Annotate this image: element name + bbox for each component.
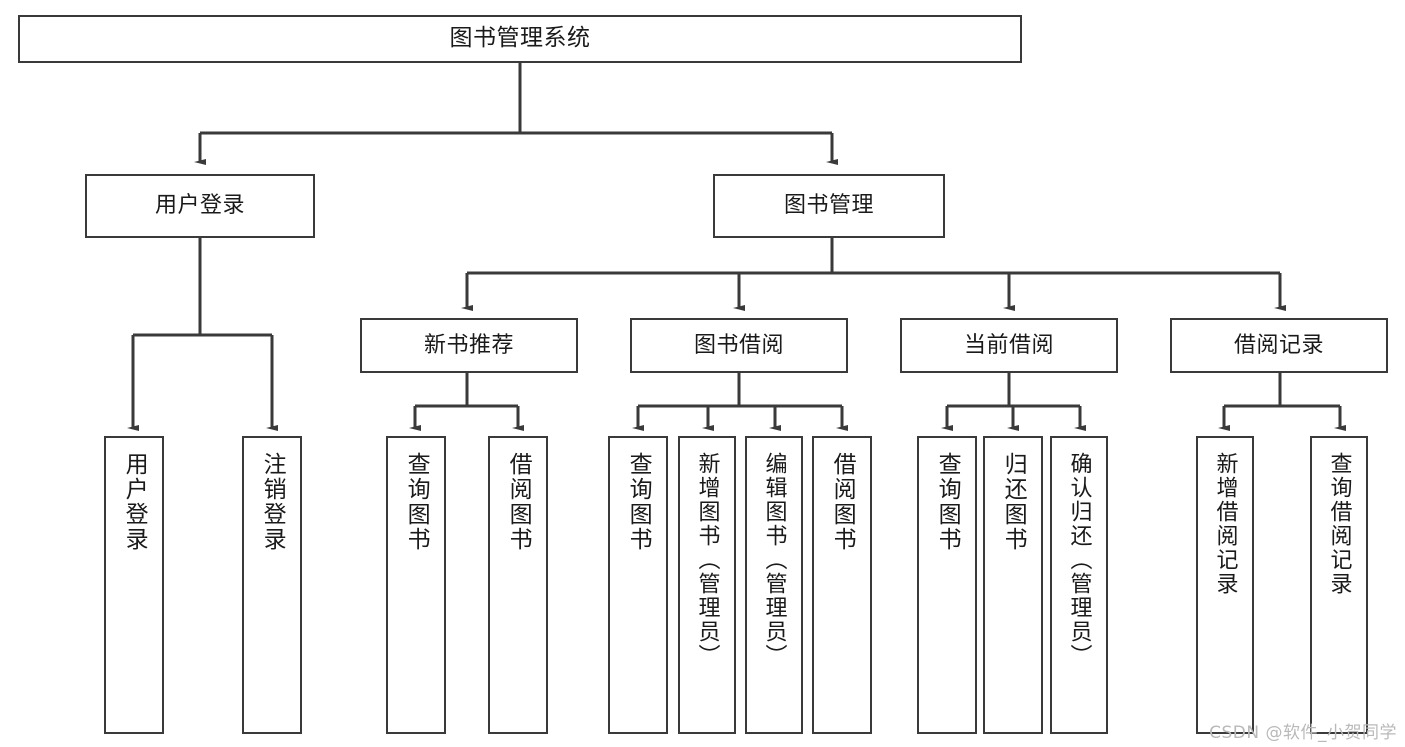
node-label: 归还图书 xyxy=(1000,452,1027,552)
node-label: 图书管理系统 xyxy=(449,25,591,52)
node-new-book-recommend[interactable]: 新书推荐 xyxy=(360,318,578,373)
node-label: 借阅记录 xyxy=(1233,332,1324,358)
node-label: 借阅图书 xyxy=(505,452,532,552)
node-label: 图书借阅 xyxy=(693,332,784,358)
leaf-book-borrow-query[interactable]: 查询图书 xyxy=(608,436,668,734)
leaf-borrow-record-add[interactable]: 新增借阅记录 xyxy=(1196,436,1254,734)
node-current-borrow[interactable]: 当前借阅 xyxy=(900,318,1118,373)
node-book-management[interactable]: 图书管理 xyxy=(713,174,945,238)
leaf-new-book-query[interactable]: 查询图书 xyxy=(386,436,446,734)
node-label: 新书推荐 xyxy=(423,332,514,358)
leaf-book-borrow-edit[interactable]: 编辑图书（管理员） xyxy=(745,436,803,734)
node-label: 查询图书 xyxy=(934,452,961,552)
node-label: 查询图书 xyxy=(403,452,430,552)
node-label: 用户登录 xyxy=(154,193,245,219)
node-label: 新增图书（管理员） xyxy=(694,452,720,668)
leaf-book-borrow-borrow[interactable]: 借阅图书 xyxy=(812,436,872,734)
node-label: 注销登录 xyxy=(259,452,286,552)
leaf-new-book-borrow[interactable]: 借阅图书 xyxy=(488,436,548,734)
node-label: 用户登录 xyxy=(121,452,148,552)
leaf-book-borrow-add[interactable]: 新增图书（管理员） xyxy=(678,436,736,734)
node-label: 编辑图书（管理员） xyxy=(761,452,787,668)
node-borrow-record[interactable]: 借阅记录 xyxy=(1170,318,1388,373)
leaf-user-login-login[interactable]: 用户登录 xyxy=(104,436,164,734)
node-book-borrow[interactable]: 图书借阅 xyxy=(630,318,848,373)
node-label: 查询图书 xyxy=(625,452,652,552)
leaf-borrow-record-query[interactable]: 查询借阅记录 xyxy=(1310,436,1368,734)
node-label: 当前借阅 xyxy=(963,332,1054,358)
csdn-watermark: CSDN @软件_小贺同学 xyxy=(1209,723,1397,743)
node-label: 图书管理 xyxy=(783,193,874,219)
node-label: 新增借阅记录 xyxy=(1212,452,1238,596)
leaf-user-login-logout[interactable]: 注销登录 xyxy=(242,436,302,734)
node-label: 确认归还（管理员） xyxy=(1066,452,1092,668)
leaf-current-borrow-query[interactable]: 查询图书 xyxy=(917,436,977,734)
node-user-login[interactable]: 用户登录 xyxy=(85,174,315,238)
leaf-current-borrow-return[interactable]: 归还图书 xyxy=(983,436,1043,734)
node-label: 查询借阅记录 xyxy=(1326,452,1352,596)
node-root-book-management-system[interactable]: 图书管理系统 xyxy=(18,15,1022,63)
node-label: 借阅图书 xyxy=(829,452,856,552)
leaf-current-borrow-confirm-return[interactable]: 确认归还（管理员） xyxy=(1050,436,1108,734)
